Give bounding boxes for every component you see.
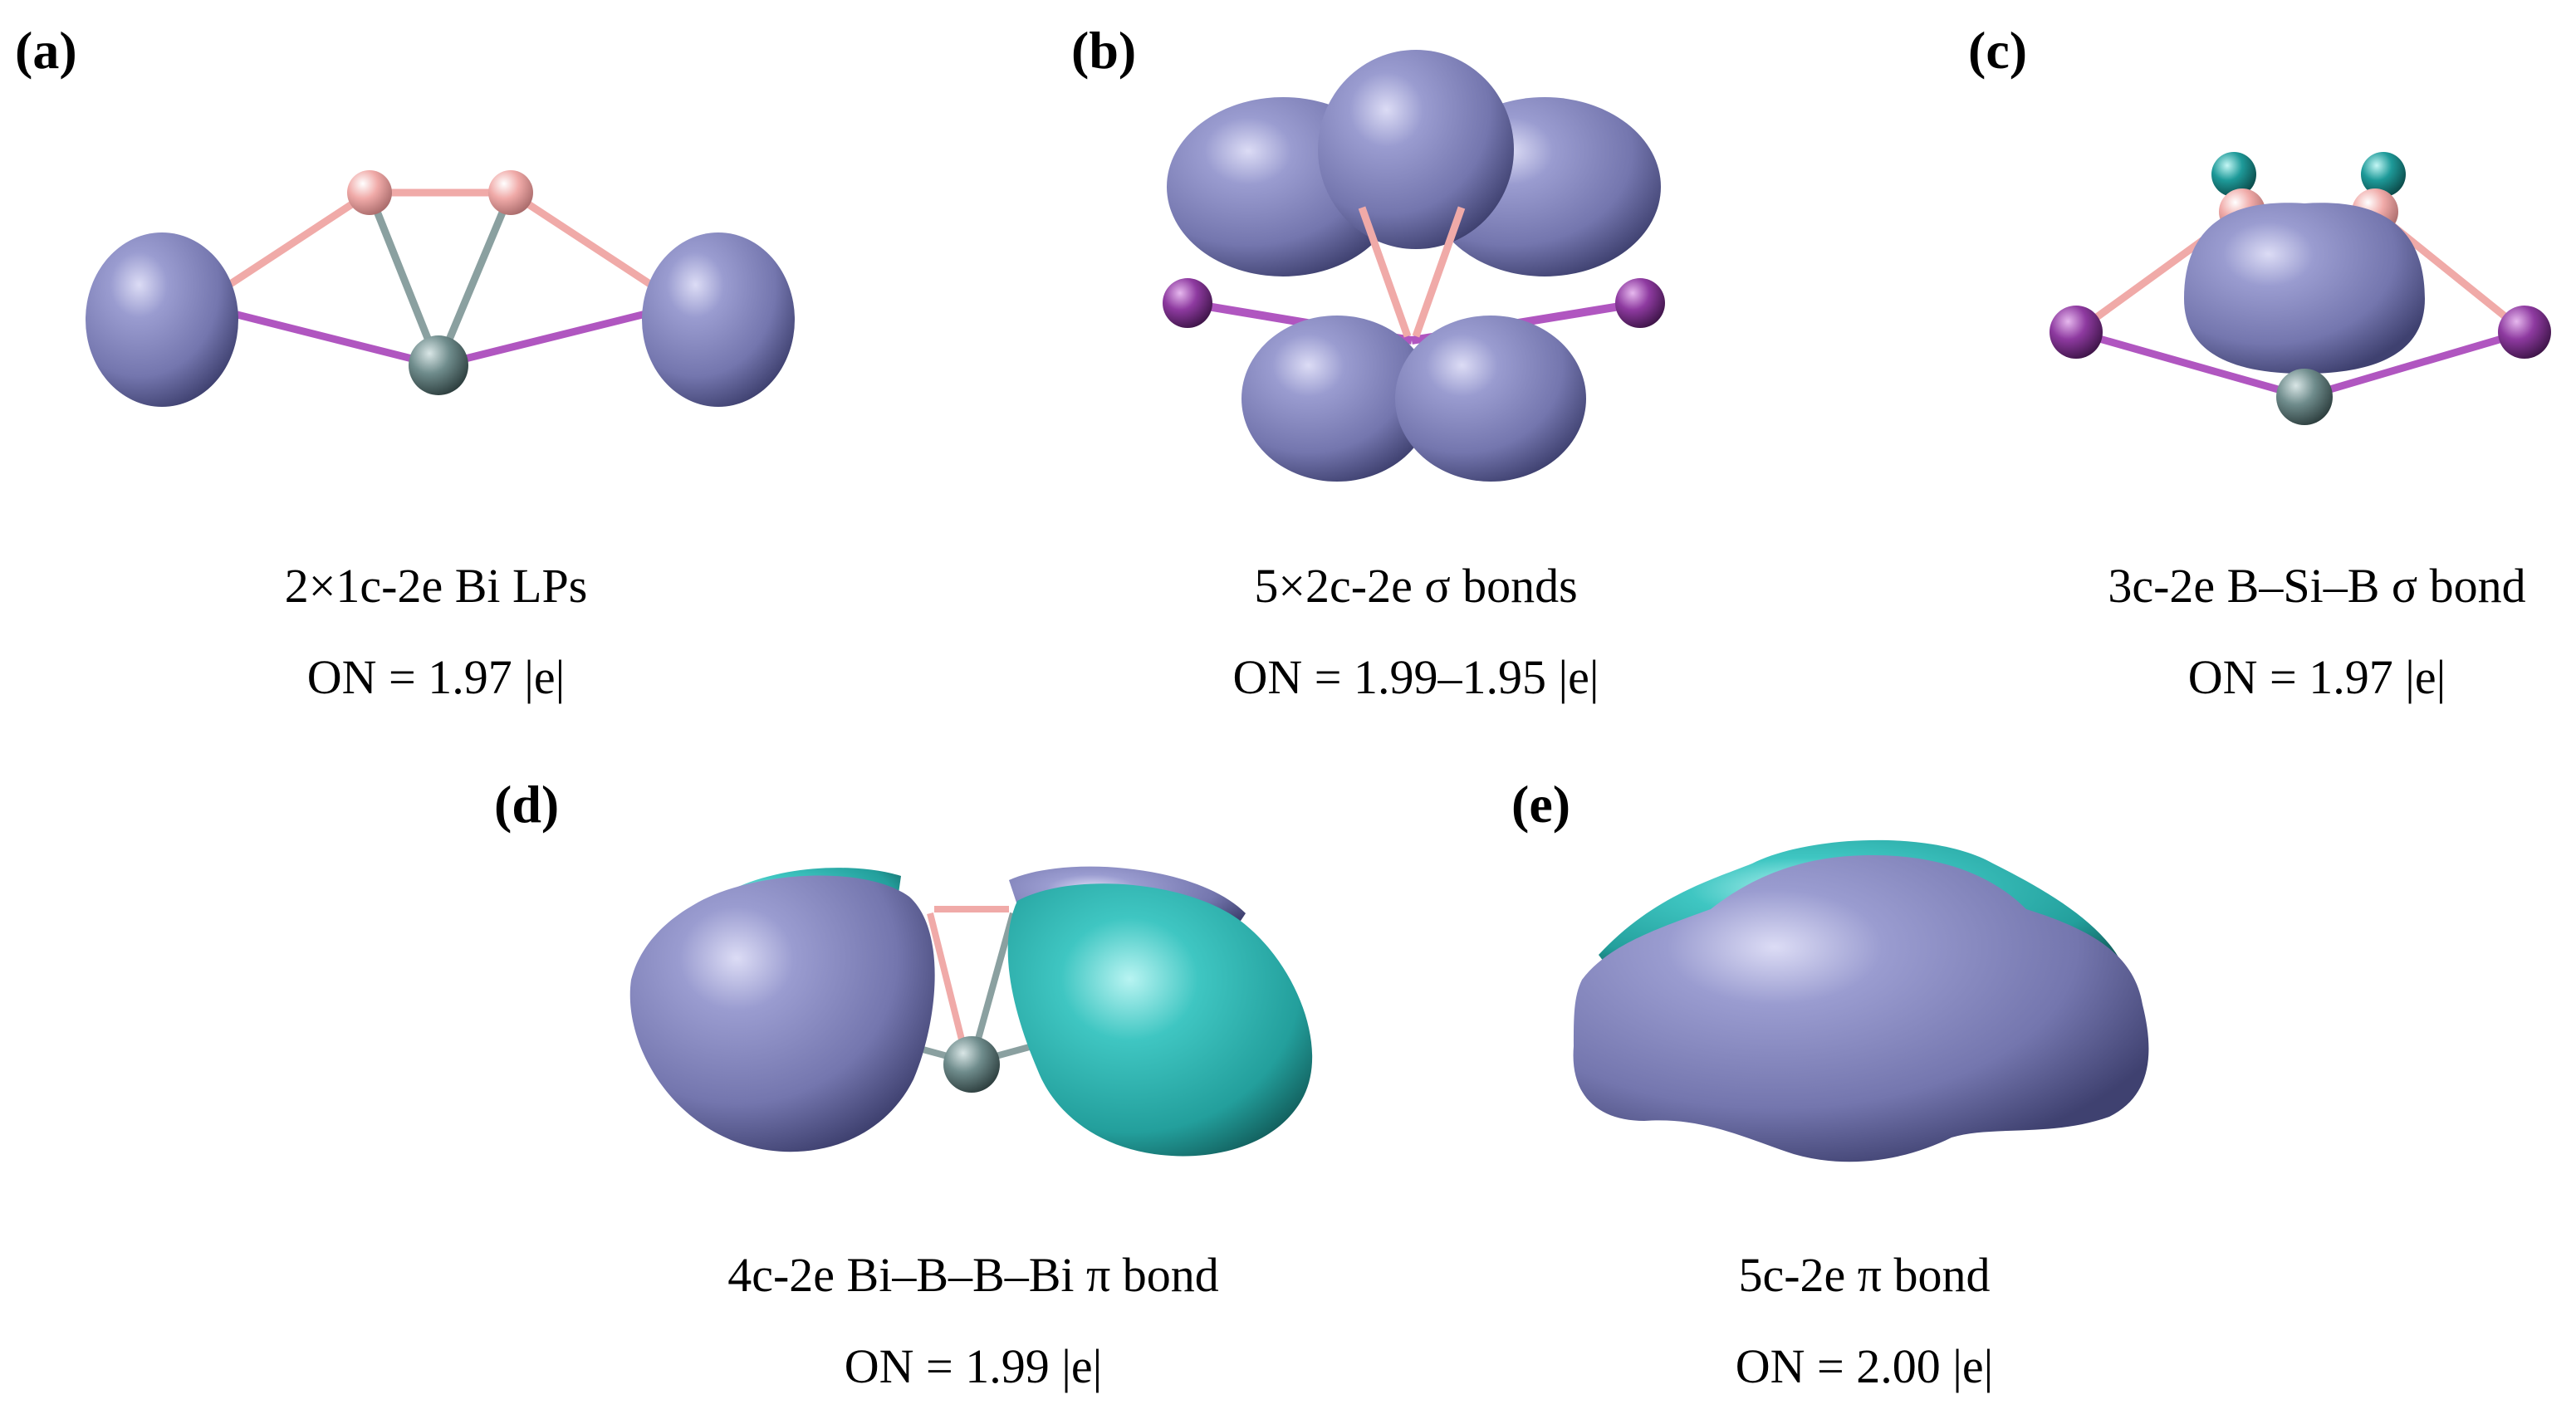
pi-surface-purple xyxy=(1573,855,2149,1162)
bond xyxy=(365,191,443,367)
caption-b-line1: 5×2c-2e σ bonds xyxy=(1254,559,1577,613)
bi-atom xyxy=(1163,278,1212,328)
bond xyxy=(206,303,440,369)
b-atom xyxy=(347,170,392,215)
bond xyxy=(434,191,515,367)
pi-lobe-teal-top-edge xyxy=(1009,866,1246,938)
b-atom xyxy=(488,170,533,215)
pi-lobe-purple xyxy=(629,875,935,1152)
bond xyxy=(508,189,675,302)
pi-lobe-teal xyxy=(1007,883,1313,1157)
molecule-d xyxy=(629,866,1313,1157)
sigma-bond-lobe xyxy=(1241,316,1432,482)
bond xyxy=(1358,206,1412,338)
molecule-a xyxy=(86,170,795,407)
si-atom xyxy=(943,1036,1000,1093)
bond xyxy=(437,303,674,369)
teal-atom xyxy=(2211,152,2256,197)
panel-label-e: (e) xyxy=(1511,775,1570,834)
panel-label-b: (b) xyxy=(1071,21,1136,80)
bond xyxy=(1412,206,1466,338)
panel-e: (e) 5c-2e π bond ON = 2.00 |e| xyxy=(1511,775,2149,1393)
caption-d-line2: ON = 1.99 |e| xyxy=(845,1339,1102,1393)
bond xyxy=(2074,328,2306,401)
panel-label-d: (d) xyxy=(494,775,559,834)
bi-lone-pair-lobe-right xyxy=(642,232,795,407)
panel-a: (a) 2×1c-2e Bi LPs ON = 1.97 |e| xyxy=(15,21,795,704)
caption-e-line2: ON = 2.00 |e| xyxy=(1736,1339,1993,1393)
si-atom xyxy=(409,335,468,395)
panel-label-a: (a) xyxy=(15,21,77,80)
caption-c-line2: ON = 1.97 |e| xyxy=(2188,650,2446,704)
sigma-bond-lobe xyxy=(1395,316,1586,482)
bi-atom xyxy=(2050,306,2103,359)
bi-lone-pair-lobe-left xyxy=(86,232,238,407)
panel-d: (d) 4c-2e Bi–B–B–Bi π bond ON = 1.99 |e| xyxy=(494,775,1313,1393)
bi-atom xyxy=(1615,278,1665,328)
caption-b-line2: ON = 1.99–1.95 |e| xyxy=(1233,650,1599,704)
caption-a-line1: 2×1c-2e Bi LPs xyxy=(285,559,588,613)
bi-atom xyxy=(2498,306,2551,359)
bond xyxy=(2303,328,2526,401)
three-center-bond-lobe xyxy=(2184,203,2425,374)
molecule-b xyxy=(1163,50,1665,482)
caption-d-line1: 4c-2e Bi–B–B–Bi π bond xyxy=(727,1248,1219,1302)
teal-atom xyxy=(2361,152,2406,197)
bond xyxy=(927,912,971,1064)
panel-c: (c) 3c-2e B–Si–B σ bond ON = 1.97 |e| xyxy=(1968,21,2551,704)
panel-b: (b) 5×2c-2e σ bonds ON = 1.99–1.95 |e| xyxy=(1071,21,1665,704)
caption-c-line1: 3c-2e B–Si–B σ bond xyxy=(2108,559,2525,613)
si-atom xyxy=(2276,369,2333,425)
caption-e-line1: 5c-2e π bond xyxy=(1738,1248,1990,1302)
panel-label-c: (c) xyxy=(1968,21,2027,80)
sigma-bond-lobe xyxy=(1318,50,1514,249)
bond xyxy=(205,189,372,302)
molecule-e xyxy=(1573,839,2149,1162)
molecule-c xyxy=(2050,152,2551,425)
caption-a-line2: ON = 1.97 |e| xyxy=(307,650,565,704)
